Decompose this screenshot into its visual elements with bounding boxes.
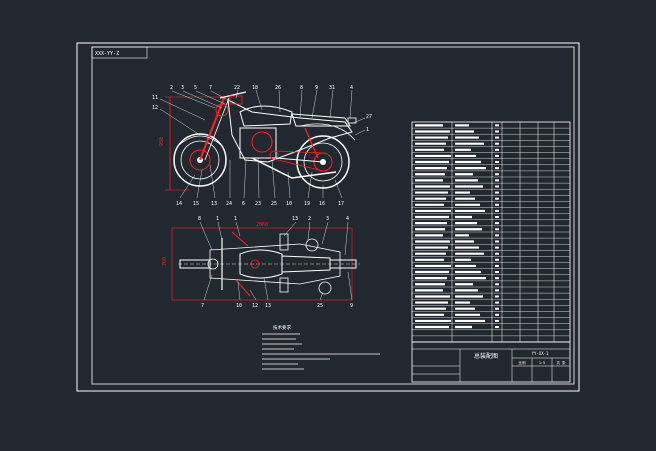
callout-label: 3 bbox=[326, 216, 329, 222]
code-tag-box bbox=[91, 46, 148, 59]
callout-label: 23 bbox=[255, 201, 261, 207]
tech-requirement-lines bbox=[262, 333, 380, 370]
plan-footpeg-right bbox=[279, 277, 289, 293]
plan-tank bbox=[239, 249, 283, 279]
main-frame bbox=[227, 99, 353, 163]
rear-shock bbox=[304, 127, 319, 159]
code-tag-text: XXX-YY-Z bbox=[95, 51, 119, 57]
callout-label: 27 bbox=[366, 114, 372, 120]
front-wheel-tire bbox=[173, 133, 227, 187]
callout-label: 14 bbox=[176, 201, 182, 207]
callout-label: 1 bbox=[366, 127, 369, 133]
plan-body-outline bbox=[209, 243, 341, 285]
side-view[interactable]: 950 bbox=[152, 85, 372, 207]
instrument-cluster bbox=[229, 95, 243, 105]
callout-label: 26 bbox=[275, 85, 281, 91]
callout-label: 4 bbox=[346, 216, 349, 222]
plan-dim-width-label: 760 bbox=[162, 257, 168, 266]
plan-dim-length-label: 2060 bbox=[256, 222, 268, 228]
parts-list-table[interactable] bbox=[411, 121, 571, 343]
callout-label: 15 bbox=[193, 201, 199, 207]
callout-label: 22 bbox=[234, 85, 240, 91]
side-dim-height-label: 950 bbox=[159, 137, 165, 146]
callout-label: 8 bbox=[198, 216, 201, 222]
callout-label: 12 bbox=[252, 303, 258, 309]
callout-label: 13 bbox=[292, 216, 298, 222]
plan-tank-cap bbox=[250, 259, 260, 269]
callout-label: 19 bbox=[304, 201, 310, 207]
front-fork-2 bbox=[204, 97, 230, 161]
plan-mirror-right bbox=[318, 281, 332, 295]
rear-wheel-rim bbox=[303, 142, 343, 182]
inner-frame bbox=[91, 46, 575, 385]
seat bbox=[291, 113, 351, 127]
callout-label: 10 bbox=[286, 201, 292, 207]
title-block-border bbox=[411, 341, 571, 383]
parts-list-columns bbox=[451, 122, 555, 342]
sheet-label: 共 张 bbox=[556, 360, 566, 365]
callout-label: 9 bbox=[350, 303, 353, 309]
tech-requirements-title: 技术要求 bbox=[273, 324, 291, 331]
front-wheel-rim bbox=[180, 140, 220, 180]
plan-red-lever-1 bbox=[231, 231, 249, 247]
front-brake-disc bbox=[189, 149, 211, 171]
fuel-tank bbox=[239, 105, 293, 127]
side-leader-lines bbox=[159, 89, 366, 199]
callout-label: 18 bbox=[252, 85, 258, 91]
callout-label: 10 bbox=[236, 303, 242, 309]
drawing-number: YY-XX-1 bbox=[532, 351, 549, 356]
drawing-title: 总装配图 bbox=[474, 352, 498, 360]
callout-label: 9 bbox=[315, 85, 318, 91]
plan-footpeg-left bbox=[279, 233, 289, 251]
callout-label: 2 bbox=[308, 216, 311, 222]
callout-label: 4 bbox=[350, 85, 353, 91]
callout-label: 13 bbox=[265, 303, 271, 309]
exhaust-pipe bbox=[251, 157, 337, 179]
rear-fender bbox=[299, 123, 356, 141]
parts-list-rows bbox=[412, 127, 570, 337]
callout-label: 25 bbox=[317, 303, 323, 309]
plan-headlight bbox=[207, 258, 219, 270]
taillight bbox=[347, 117, 357, 124]
plan-callouts: 8 1 1 13 2 3 4 7 10 12 13 25 9 bbox=[198, 216, 353, 309]
plan-red-lever-2 bbox=[235, 279, 251, 297]
callout-label: 3 bbox=[181, 85, 184, 91]
plan-view[interactable]: 2060 760 bbox=[162, 216, 360, 309]
callout-label: 11 bbox=[152, 95, 158, 101]
outer-frame bbox=[76, 42, 580, 392]
front-fender bbox=[177, 135, 223, 147]
callout-label: 13 bbox=[211, 201, 217, 207]
callout-label: 12 bbox=[152, 105, 158, 111]
callout-label: 1 bbox=[234, 216, 237, 222]
front-fork bbox=[199, 97, 225, 161]
scale-label: 比例 bbox=[519, 360, 527, 365]
callout-label: 7 bbox=[209, 85, 212, 91]
scale-value: 1:5 bbox=[539, 361, 545, 365]
callout-label: 17 bbox=[338, 201, 344, 207]
callout-label: 1 bbox=[216, 216, 219, 222]
engine-cylinder bbox=[251, 131, 273, 153]
callout-label: 25 bbox=[271, 201, 277, 207]
headlight bbox=[215, 103, 229, 117]
side-callouts: 2 3 5 7 22 18 26 8 9 31 4 11 12 27 1 14 … bbox=[152, 85, 372, 207]
plan-seat bbox=[281, 255, 331, 273]
callout-label: 24 bbox=[226, 201, 232, 207]
callout-label: 5 bbox=[194, 85, 197, 91]
tech-requirements: 技术要求 bbox=[262, 324, 380, 370]
callout-label: 31 bbox=[329, 85, 335, 91]
callout-label: 16 bbox=[319, 201, 325, 207]
plan-leader-lines bbox=[199, 221, 353, 301]
callout-label: 7 bbox=[201, 303, 204, 309]
plan-mirror-left bbox=[305, 238, 319, 252]
handlebar bbox=[219, 91, 247, 99]
swing-arm bbox=[275, 157, 324, 163]
drive-chain-top bbox=[273, 150, 324, 154]
parts-list-text-marks bbox=[415, 124, 499, 329]
drive-chain-bottom bbox=[273, 158, 324, 172]
title-block[interactable]: 总装配图 YY-XX-1 比例 1:5 共 张 bbox=[411, 341, 571, 383]
callout-label: 8 bbox=[300, 85, 303, 91]
callout-label: 6 bbox=[242, 201, 245, 207]
callout-label: 2 bbox=[170, 85, 173, 91]
